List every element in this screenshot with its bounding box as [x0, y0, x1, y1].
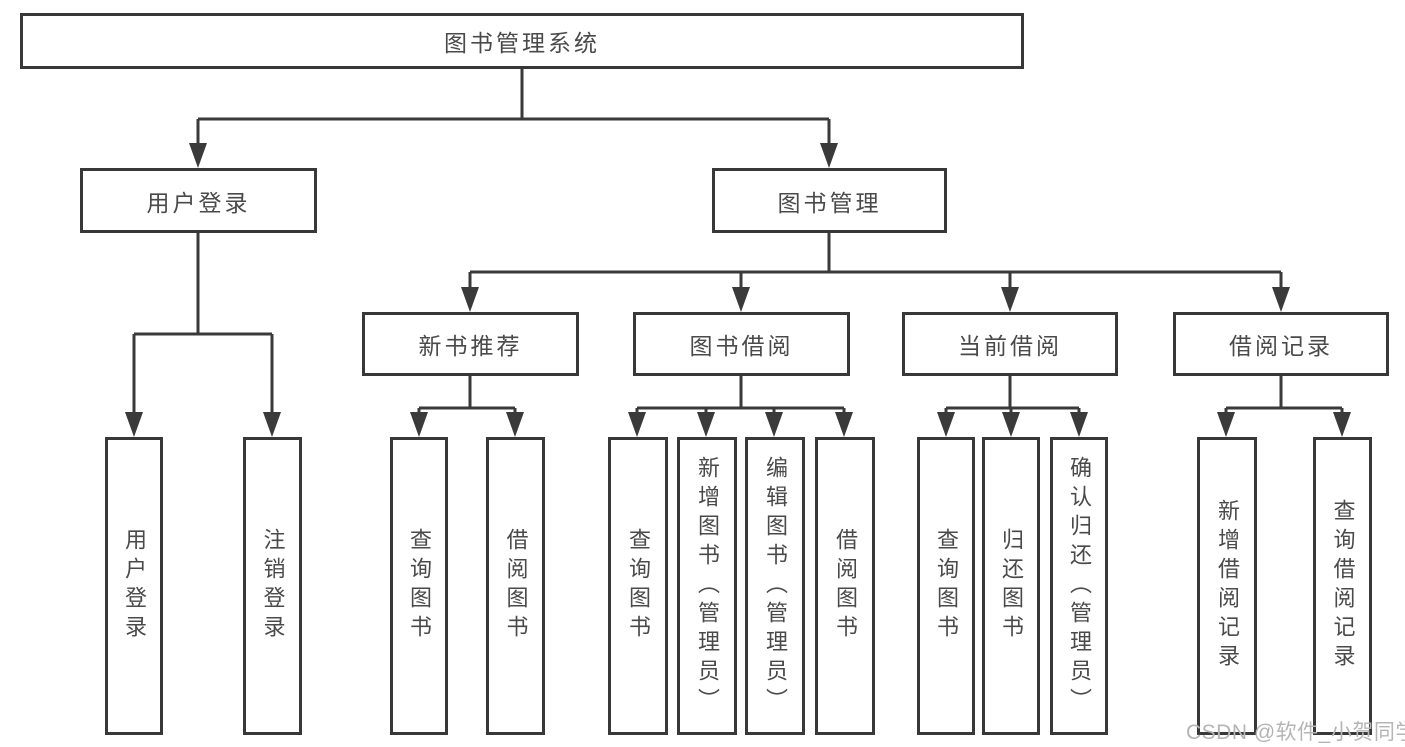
- leaf-return-books: 归还图书: [982, 437, 1040, 735]
- node-label: 图书借阅: [689, 333, 794, 359]
- node-label: 归还图书: [999, 528, 1024, 644]
- arrow-to-borrow-records: [1272, 287, 1290, 312]
- leaf-borrow-books-recommend: 借阅图书: [486, 437, 545, 735]
- node-borrow-records: 借阅记录: [1173, 312, 1389, 376]
- node-label: 新增图书（管理员）: [695, 455, 720, 717]
- leaf-query-books-borrow: 查询图书: [608, 437, 668, 735]
- node-label: 借阅图书: [503, 528, 529, 644]
- arrow-to-new-book-recommend: [461, 287, 479, 312]
- node-label: 图书管理系统: [444, 30, 600, 56]
- node-label: 查询图书: [626, 528, 651, 644]
- leaf-query-books-recommend: 查询图书: [390, 437, 448, 735]
- arrow-to-book-management: [820, 143, 838, 168]
- node-label: 查询图书: [934, 528, 959, 644]
- node-label: 确认归还（管理员）: [1067, 455, 1092, 717]
- node-label: 注销登录: [260, 528, 286, 644]
- node-book-borrow: 图书借阅: [633, 312, 850, 376]
- csdn-watermark: CSDN @软件_小贺同学: [1186, 721, 1405, 744]
- leaf-add-books-admin: 新增图书（管理员）: [677, 437, 737, 735]
- node-label: 新书推荐: [418, 333, 523, 359]
- leaf-edit-books-admin: 编辑图书（管理员）: [745, 437, 805, 735]
- leaf-borrow-books: 借阅图书: [815, 437, 875, 735]
- node-label: 新增借阅记录: [1215, 499, 1240, 673]
- node-label: 查询图书: [407, 528, 432, 644]
- node-book-management: 图书管理: [712, 168, 947, 233]
- leaf-add-borrow-record: 新增借阅记录: [1197, 437, 1257, 735]
- node-label: 当前借阅: [958, 333, 1062, 359]
- node-library-management-system: 图书管理系统: [20, 13, 1024, 69]
- node-label: 借阅记录: [1229, 333, 1333, 359]
- arrow-to-book-borrow: [732, 287, 750, 312]
- node-label: 编辑图书（管理员）: [763, 455, 788, 717]
- node-current-borrow: 当前借阅: [902, 312, 1118, 376]
- node-label: 查询借阅记录: [1330, 499, 1356, 673]
- node-label: 借阅图书: [833, 528, 858, 644]
- leaf-confirm-return-admin: 确认归还（管理员）: [1050, 437, 1108, 735]
- arrow-to-user-login: [189, 143, 207, 168]
- arrowheads: [125, 143, 1351, 437]
- leaf-user-login: 用户登录: [105, 437, 163, 735]
- node-label: 用户登录: [146, 189, 251, 216]
- leaf-query-borrow-record: 查询借阅记录: [1313, 437, 1372, 735]
- node-user-login: 用户登录: [80, 168, 317, 233]
- leaf-logout: 注销登录: [243, 437, 302, 735]
- node-label: 图书管理: [777, 189, 882, 216]
- arrow-to-current-borrow: [1001, 287, 1019, 312]
- leaf-query-books-current: 查询图书: [917, 437, 975, 735]
- node-label: 用户登录: [122, 528, 147, 644]
- node-new-book-recommend: 新书推荐: [362, 312, 579, 376]
